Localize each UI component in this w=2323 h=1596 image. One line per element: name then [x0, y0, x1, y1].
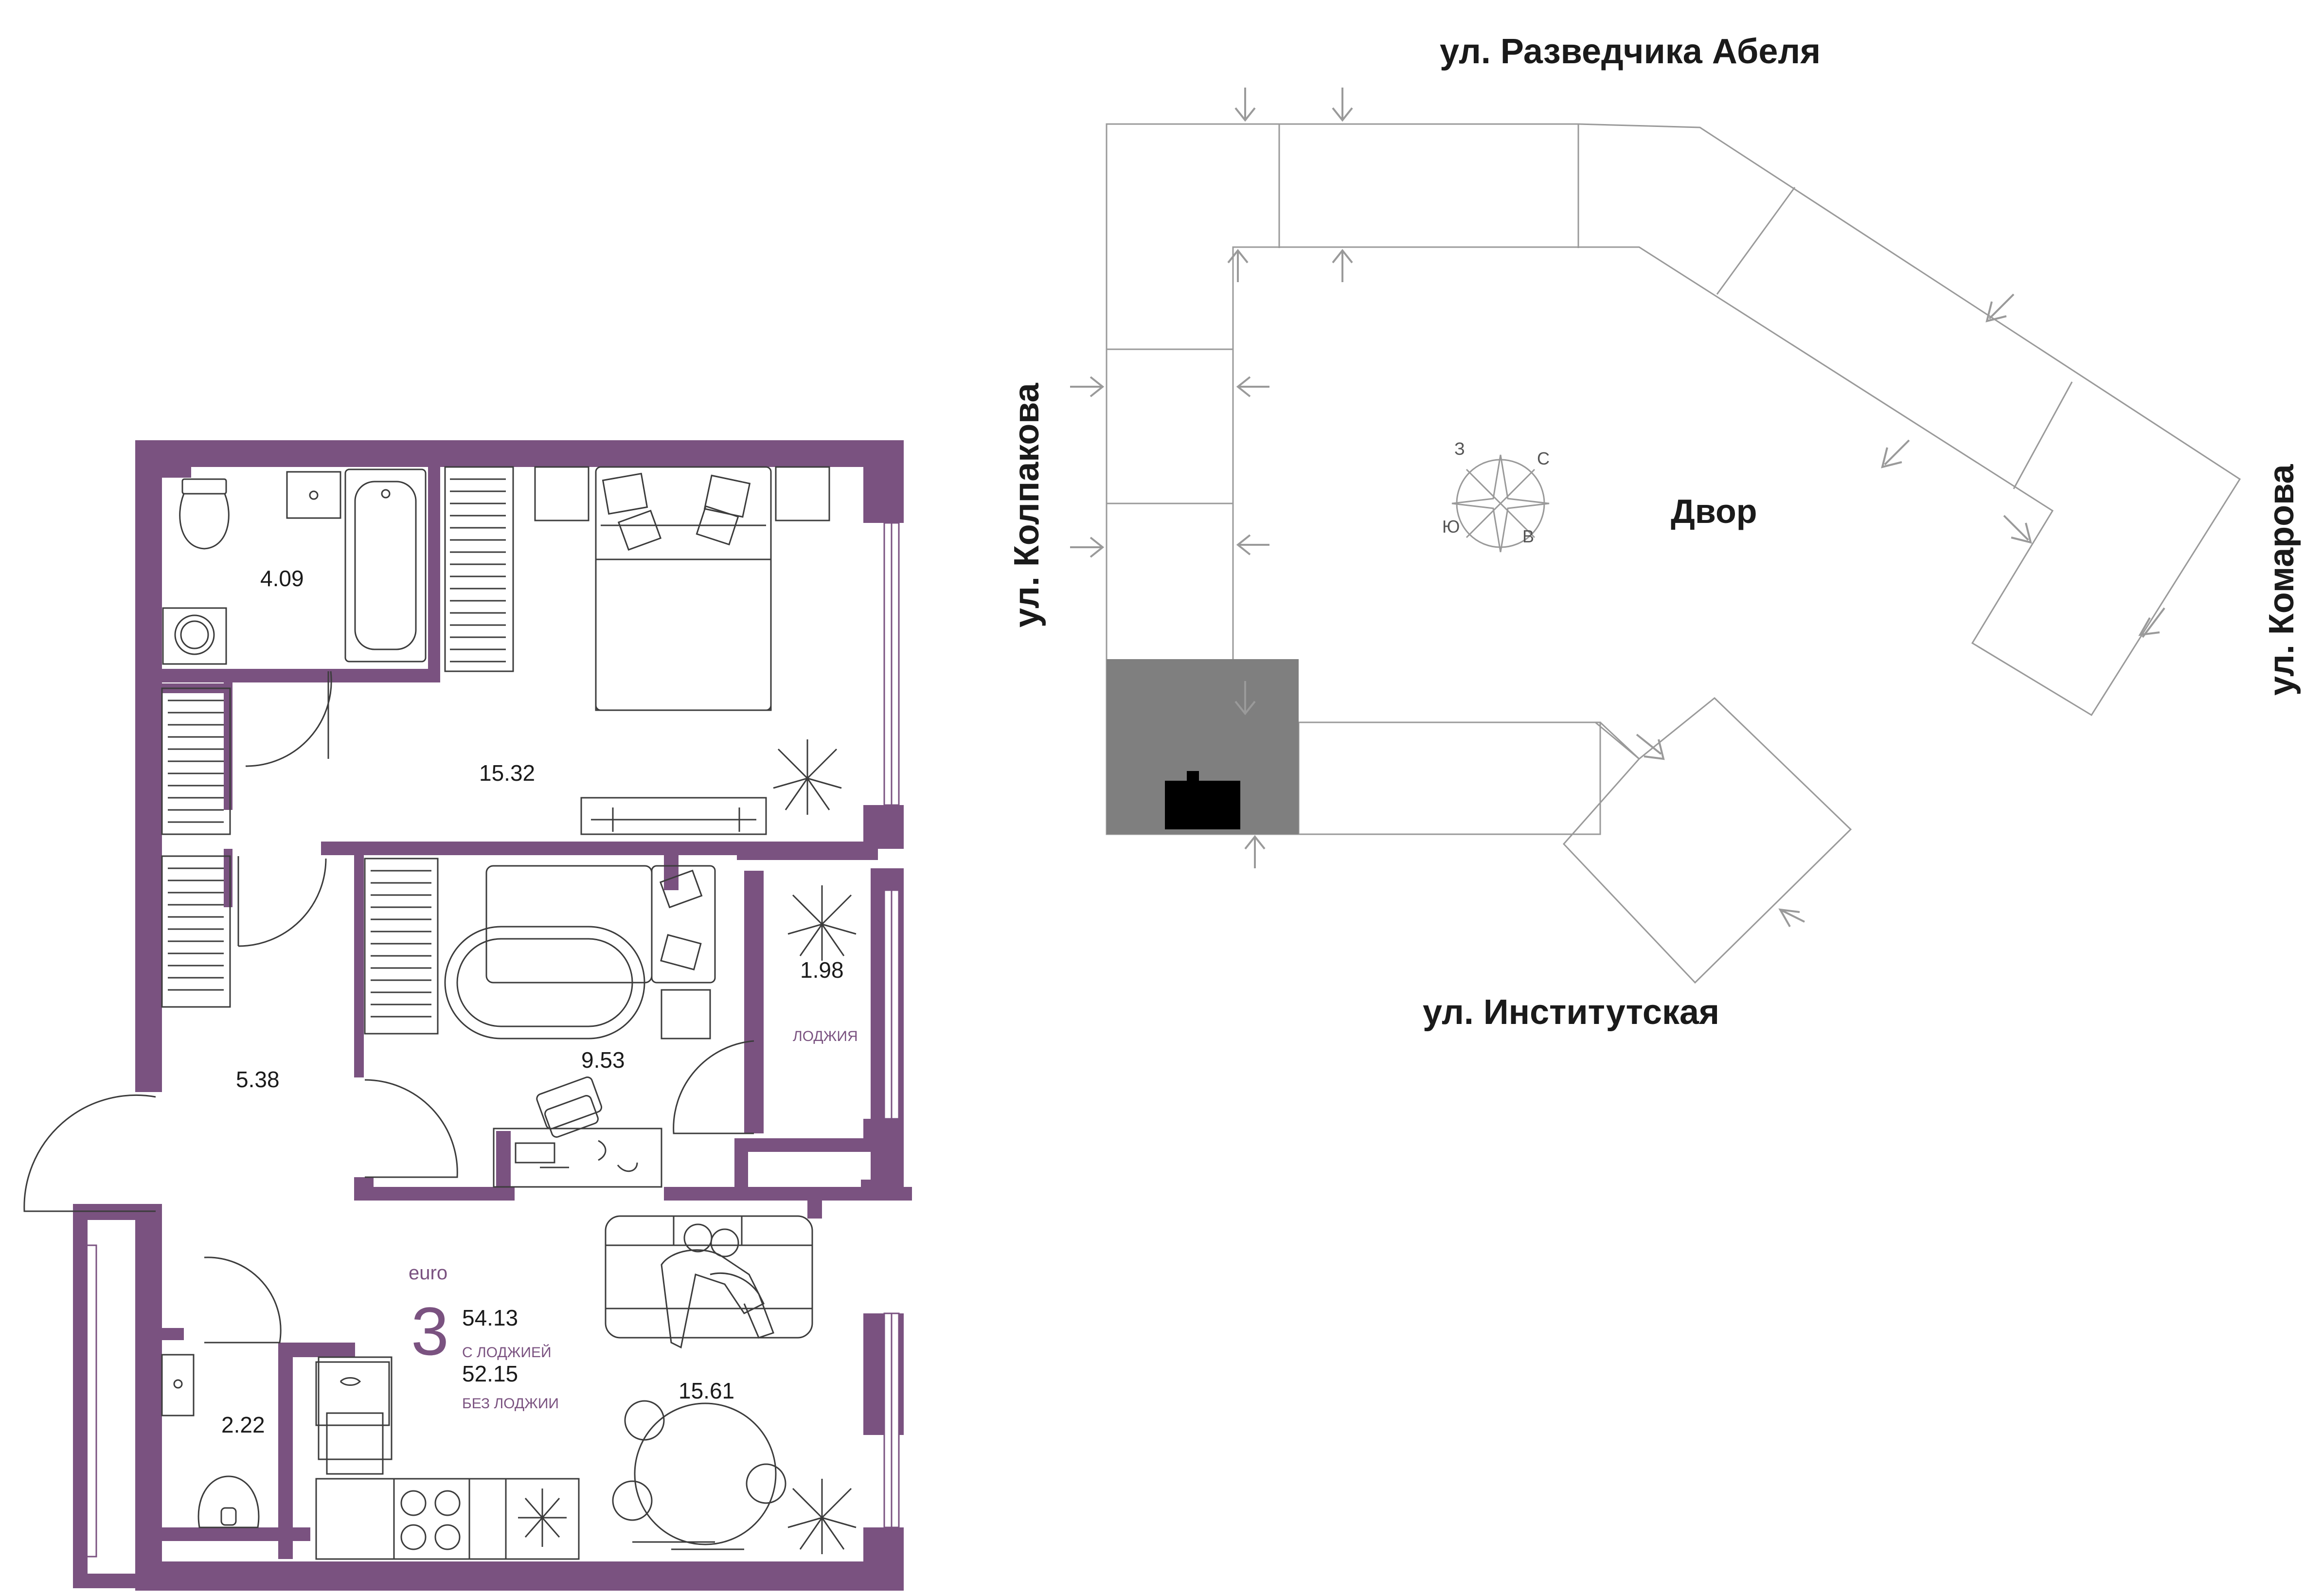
nightstand-icon [534, 466, 830, 521]
washbasin-icon [161, 1354, 195, 1417]
plant-icon [773, 739, 857, 1554]
office-chair-icon [536, 1076, 603, 1138]
fridge-icon [318, 1356, 393, 1475]
street-bottom: ул. Институтская [1423, 993, 1719, 1032]
street-right: ул. Комарова [2262, 464, 2301, 696]
radiator-icon [364, 858, 439, 1035]
apartment-marker-icon [1165, 771, 1240, 829]
room-area-bathroom: 4.09 [260, 566, 304, 591]
tv-stand-icon [580, 797, 767, 835]
without-loggia-label: БЕЗ ЛОДЖИИ [462, 1396, 559, 1412]
apartment-summary: euro 3 54.13 С ЛОДЖИЕЙ 52.15 БЕЗ ЛОДЖИИ [409, 1262, 559, 1412]
with-loggia-label: С ЛОДЖИЕЙ [462, 1344, 552, 1361]
dining-table-icon [612, 1400, 786, 1550]
format-label: euro [409, 1262, 447, 1284]
stove-icon [393, 1478, 470, 1560]
compass-east: В [1522, 526, 1534, 546]
area-with-loggia: 54.13 [462, 1305, 518, 1330]
compass-south: Ю [1442, 517, 1460, 537]
sink-icon [315, 1361, 580, 1560]
loggia-label: ЛОДЖИЯ [793, 1028, 858, 1044]
area-without-loggia: 52.15 [462, 1361, 518, 1386]
floor-plan: 4.09 15.32 5.38 9.53 1.98 2.22 15.61 ЛОД… [23, 440, 912, 1591]
room-area-kitchen-living: 15.61 [679, 1378, 734, 1403]
courtyard-label: Двор [1671, 492, 1757, 530]
washbasin-icon [286, 471, 341, 519]
rooms-count: 3 [411, 1293, 449, 1369]
window-lines [81, 523, 893, 1558]
door-swing-icon [23, 671, 754, 1344]
radiator-icon [161, 855, 231, 1008]
sofa-icon [605, 1215, 813, 1339]
toilet-icon [179, 478, 230, 550]
compass-rose-icon [1451, 454, 1550, 553]
toilet-icon [197, 1475, 260, 1528]
people-on-sofa-icon [661, 1223, 774, 1349]
armchair-bed-icon [444, 865, 716, 1040]
room-area-wc: 2.22 [221, 1412, 265, 1437]
bathtub-icon [344, 468, 427, 663]
street-left: ул. Колпакова [1007, 382, 1046, 628]
building-outline [1106, 123, 2241, 984]
street-top: ул. Разведчика Абеля [1440, 32, 1821, 71]
radiator-icon [444, 466, 514, 672]
radiator-icon [161, 687, 231, 835]
entrance-arrow-icon [1070, 88, 2165, 927]
room-area-loggia: 1.98 [800, 957, 844, 983]
counter [315, 1478, 580, 1560]
compass-west: З [1454, 439, 1465, 459]
room-area-small-room: 9.53 [581, 1047, 625, 1073]
desk-icon [493, 1128, 662, 1188]
room-area-bedroom: 15.32 [479, 760, 535, 786]
room-area-hall: 5.38 [236, 1067, 280, 1092]
compass-north: С [1537, 448, 1550, 468]
site-plan: С З Ю В Двор ул. Разведчика Абеля ул. Ин… [1007, 32, 2301, 1032]
washing-machine-icon [162, 607, 227, 665]
double-bed-icon [595, 466, 772, 711]
